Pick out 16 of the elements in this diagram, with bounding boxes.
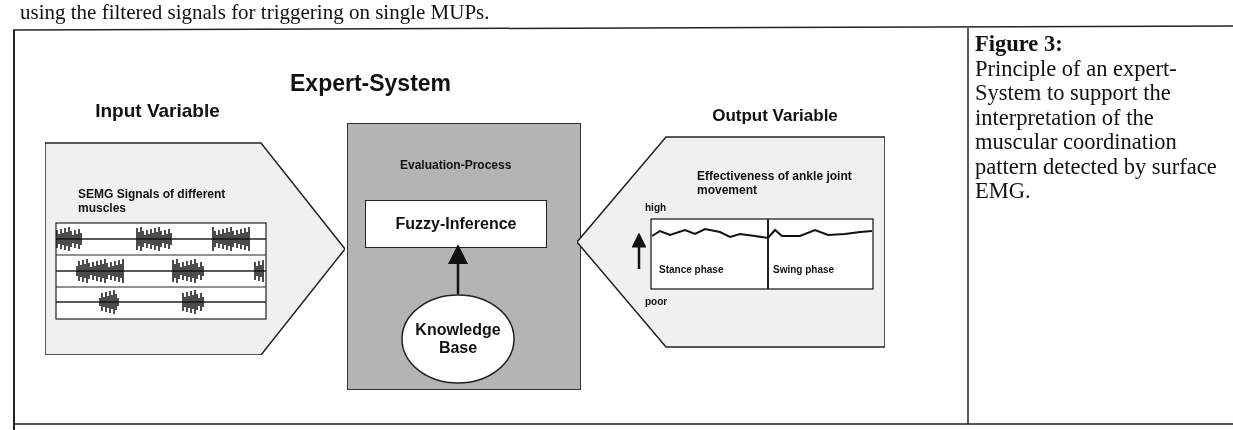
figure-caption: Figure 3: Principle of an expert-System to support the interpretation of the muscular coordination pattern detected by surface EMG. xyxy=(975,32,1218,204)
diagram-heading: Expert-System xyxy=(290,70,452,97)
process-box: Fuzzy-Inference xyxy=(365,200,547,248)
variable-heading: Input Variable xyxy=(94,100,221,122)
arrow xyxy=(448,244,468,294)
phase-label: Stance phase xyxy=(659,264,724,275)
expert-system-panel xyxy=(347,123,581,390)
process-heading: Evaluation-Process xyxy=(400,158,512,172)
axis-label: high xyxy=(645,202,667,213)
phase-label: Swing phase xyxy=(773,264,835,275)
body-text: using the filtered signals for triggering on single MUPs. xyxy=(20,0,490,24)
chart-title: SEMG Signals of different muscles xyxy=(78,187,227,216)
axis-label: poor xyxy=(645,296,668,307)
variable-heading: Output Variable xyxy=(711,106,839,126)
knowledge-base-ellipse: Knowledge Base xyxy=(401,294,515,384)
chart-title: Effectiveness of ankle joint movement xyxy=(697,169,853,198)
